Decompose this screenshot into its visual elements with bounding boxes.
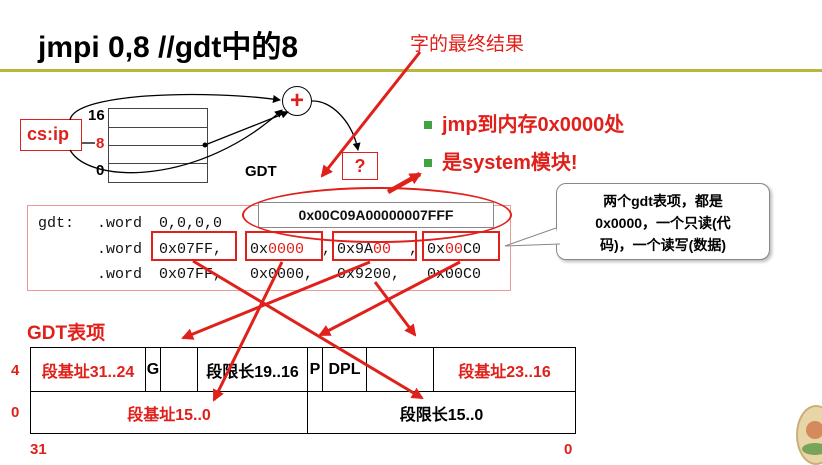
code-row-2-flags-value: 00 [445, 241, 464, 258]
bullet-icon [424, 159, 432, 167]
callout-line-2: 0x0000，一个只读(代 [595, 215, 731, 231]
gdt-to-plus-connector [69, 109, 283, 174]
annotation-arrow [320, 51, 422, 178]
title-divider [0, 69, 822, 72]
code-row-1-values: 0,0,0,0 [159, 215, 223, 232]
code-row-2-limit: 0x07FF, [159, 241, 223, 258]
code-row-2-comma-2: , [409, 241, 419, 258]
limit-arrow [192, 259, 424, 400]
row-label-0: 0 [11, 404, 20, 421]
memory-stack [108, 108, 208, 183]
plus-to-question-connector [311, 100, 361, 151]
code-row-3-directive: .word [97, 266, 143, 283]
code-row-1-directive: .word [97, 215, 143, 232]
bit-label-31: 31 [30, 441, 47, 458]
stack-offset-0: 0 [96, 162, 105, 179]
code-row-2-type-value: 00 [373, 241, 392, 258]
base-address-ellipse [242, 187, 512, 243]
cs-ip-label: cs:ip [27, 124, 70, 144]
type-arrow [181, 260, 371, 340]
field-limit-15-0: 段限长15..0 [307, 391, 576, 434]
bullet-system: 是system模块! [442, 152, 578, 174]
bit-label-0: 0 [564, 441, 573, 458]
callout-line-3: 码)，一个读写(数据) [600, 237, 726, 253]
plus-operator-icon: + [282, 86, 312, 116]
annotation-final-result: 字的最终结果 [410, 34, 525, 55]
callout-tail [504, 227, 561, 247]
cs-to-plus-connector [69, 93, 281, 121]
data-flags-arrow [373, 281, 417, 337]
callout-line-1: 两个gdt表项，都是 [603, 193, 723, 209]
code-row-3-base: 0x0000, [250, 266, 314, 283]
page-title: jmpi 0,8 //gdt中的8 [38, 31, 299, 64]
code-row-2-type-prefix: 0x9A [337, 241, 374, 258]
cs-ip-box [20, 119, 82, 151]
bullet-jmp: jmp到内存0x0000处 [442, 114, 625, 136]
flags-arrow [318, 260, 461, 337]
stack-offset-8: 8 [96, 135, 105, 152]
code-row-2-base-prefix: 0x [250, 241, 269, 258]
code-row-3-flags: 0x00C0 [427, 266, 482, 283]
code-row-2-flags-suffix: C0 [463, 241, 482, 258]
gdt-label: GDT [245, 163, 277, 180]
question-box: ? [342, 152, 378, 180]
stack-offset-16: 16 [88, 107, 105, 124]
row-label-4: 4 [11, 362, 20, 379]
code-row-2-base-value: 0000 [268, 241, 305, 258]
base-arrow [212, 261, 284, 402]
bullet-icon [424, 121, 432, 129]
offset-dot [202, 142, 208, 148]
callout-note: 两个gdt表项，都是 0x0000，一个只读(代 码)，一个读写(数据) [556, 183, 770, 260]
result-arrow [386, 172, 422, 194]
code-row-2-directive: .word [97, 241, 143, 258]
code-row-2-flags-prefix: 0x [427, 241, 446, 258]
code-row-2-comma: , [322, 241, 332, 258]
gdt-prefix: gdt: [38, 215, 75, 232]
question-mark: ? [354, 155, 366, 176]
plus-symbol: + [289, 87, 304, 114]
offset-to-plus-connector [204, 110, 289, 146]
gdt-entry-title: GDT表项 [27, 323, 106, 344]
